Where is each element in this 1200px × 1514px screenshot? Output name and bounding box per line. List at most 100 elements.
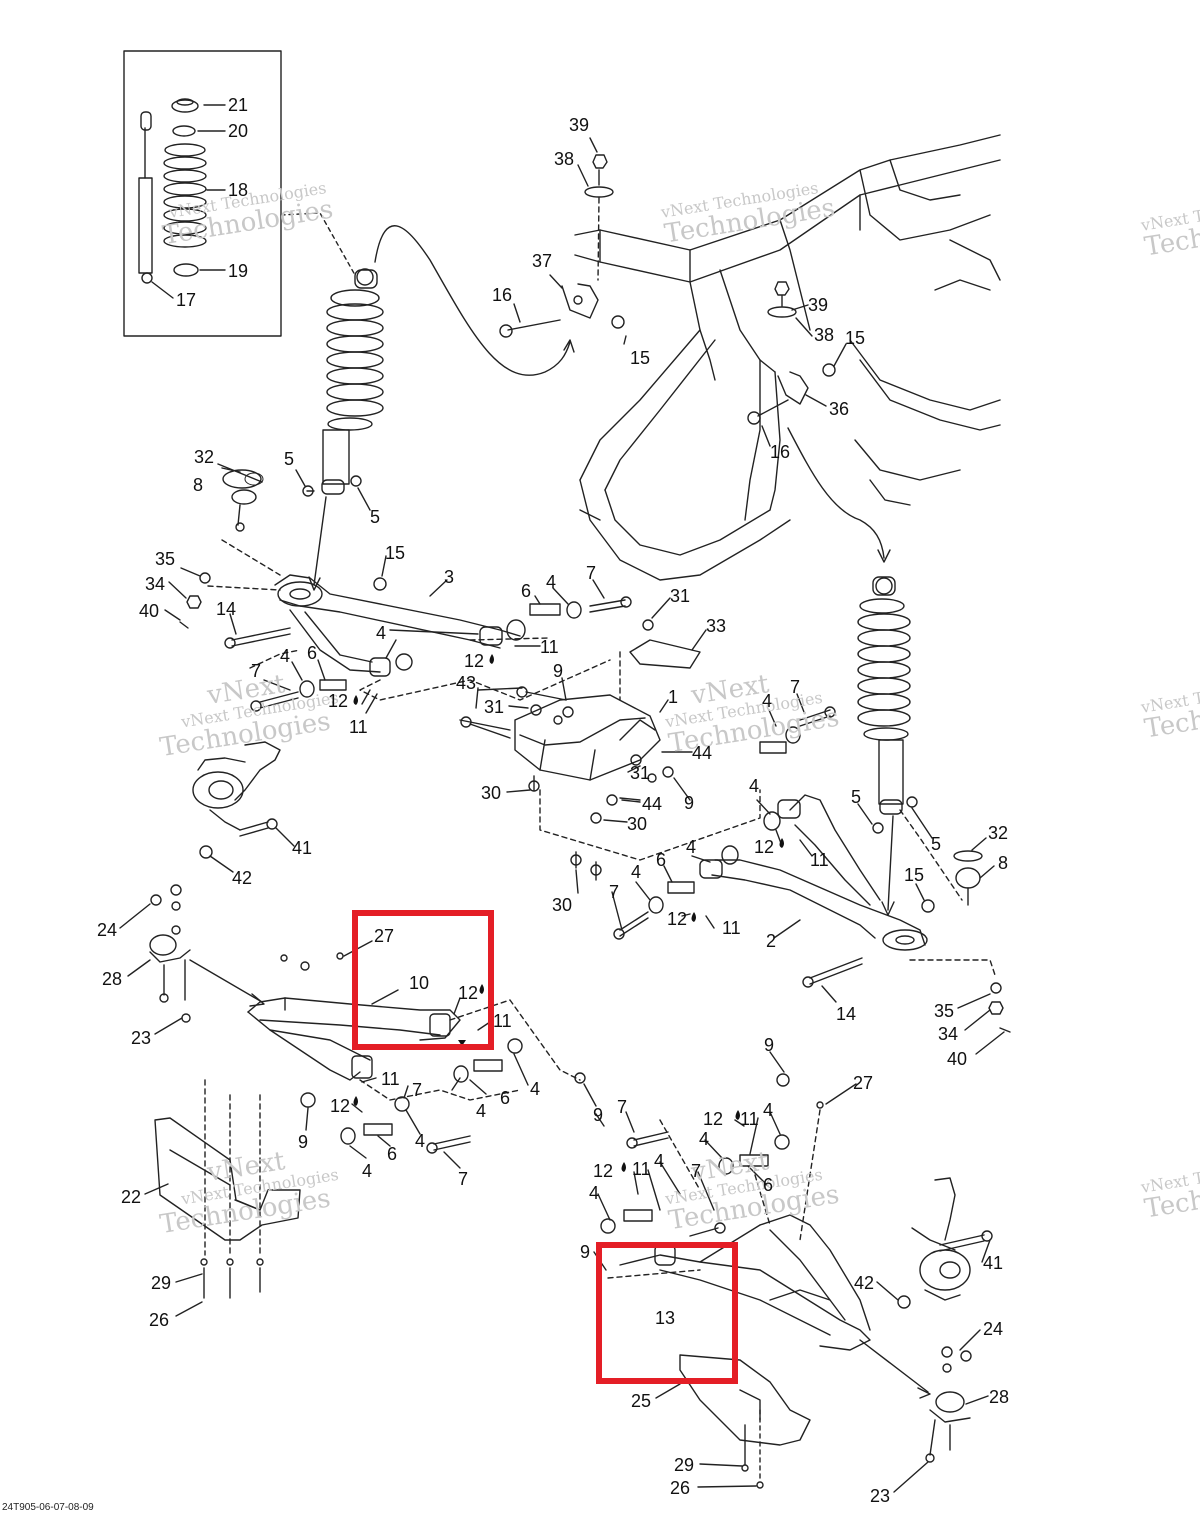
callout-4: 4: [763, 1100, 774, 1120]
callout-7: 7: [790, 677, 801, 697]
callout-31: 31: [484, 697, 505, 717]
callout-5: 5: [931, 834, 942, 854]
callout-12: 12: [464, 651, 485, 671]
callout-11: 11: [381, 1069, 400, 1089]
callout-27: 27: [374, 926, 395, 946]
callout-39: 39: [569, 115, 590, 135]
callout-4: 4: [589, 1183, 600, 1203]
callout-21: 21: [228, 95, 249, 115]
center-support: [459, 694, 661, 781]
knuckle-right: [911, 1177, 971, 1301]
callout-12: 12: [458, 983, 479, 1003]
callout-4: 4: [362, 1161, 373, 1181]
callout-26: 26: [149, 1310, 170, 1330]
callout-1: 1: [668, 687, 679, 707]
callout-29: 29: [151, 1273, 172, 1293]
callout-4: 4: [699, 1129, 710, 1149]
callout-44: 44: [692, 743, 713, 763]
callout-11: 11: [632, 1159, 651, 1179]
callout-40: 40: [139, 601, 160, 621]
callout-5: 5: [284, 449, 295, 469]
callout-5: 5: [370, 507, 381, 527]
callout-7: 7: [609, 882, 620, 902]
callout-11: 11: [493, 1011, 512, 1031]
callout-40: 40: [947, 1049, 968, 1069]
callout-6: 6: [656, 850, 667, 870]
callout-6: 6: [521, 581, 532, 601]
callout-15: 15: [845, 328, 866, 348]
callout-13: 13: [655, 1308, 676, 1328]
callout-4: 4: [476, 1101, 487, 1121]
callout-9: 9: [553, 661, 564, 681]
callout-7: 7: [251, 661, 262, 681]
callout-34: 34: [145, 574, 166, 594]
callout-11: 11: [740, 1109, 759, 1129]
callout-9: 9: [298, 1132, 309, 1152]
callout-24: 24: [97, 920, 118, 940]
callout-12: 12: [593, 1161, 614, 1181]
callout-8: 8: [193, 475, 204, 495]
callout-18: 18: [228, 180, 249, 200]
shock-detail-inset: [123, 50, 282, 337]
callout-29: 29: [674, 1455, 695, 1475]
callout-2: 2: [766, 931, 777, 951]
callout-4: 4: [686, 837, 697, 857]
callout-23: 23: [131, 1028, 152, 1048]
callout-15: 15: [385, 543, 406, 563]
callout-4: 4: [415, 1131, 426, 1151]
callout-32: 32: [194, 447, 215, 467]
main-frame: [574, 134, 1001, 581]
callout-6: 6: [763, 1175, 774, 1195]
callout-35: 35: [934, 1001, 955, 1021]
callout-38: 38: [554, 149, 575, 169]
callout-34: 34: [938, 1024, 959, 1044]
callout-11: 11: [540, 637, 559, 657]
callout-35: 35: [155, 549, 176, 569]
callout-24: 24: [983, 1319, 1004, 1339]
callout-23: 23: [870, 1486, 891, 1506]
callout-41: 41: [292, 838, 313, 858]
callout-9: 9: [580, 1242, 591, 1262]
callout-9: 9: [593, 1105, 604, 1125]
callout-14: 14: [216, 599, 237, 619]
callout-20: 20: [228, 121, 249, 141]
callout-37: 37: [532, 251, 553, 271]
callout-28: 28: [102, 969, 123, 989]
callout-12: 12: [667, 909, 688, 929]
callout-4: 4: [376, 623, 387, 643]
callout-12: 12: [754, 837, 775, 857]
highlight-box-part-10: [352, 910, 494, 1050]
callout-4: 4: [280, 646, 291, 666]
callout-15: 15: [904, 865, 925, 885]
callout-32: 32: [988, 823, 1009, 843]
upper-right-a-arm: [699, 794, 928, 951]
callout-4: 4: [631, 862, 642, 882]
callout-43: 43: [456, 673, 477, 693]
knuckle-left: [192, 741, 281, 831]
callout-4: 4: [546, 572, 557, 592]
callout-11: 11: [810, 850, 829, 870]
callout-11: 11: [722, 918, 741, 938]
callout-36: 36: [829, 399, 850, 419]
callout-6: 6: [307, 643, 318, 663]
callout-7: 7: [586, 563, 597, 583]
shock-left: [321, 268, 384, 495]
callout-15: 15: [630, 348, 651, 368]
callout-17: 17: [176, 290, 197, 310]
callout-4: 4: [762, 691, 773, 711]
callout-25: 25: [631, 1391, 652, 1411]
callout-5: 5: [851, 787, 862, 807]
callout-30: 30: [481, 783, 502, 803]
callout-33: 33: [706, 616, 727, 636]
lower-left-a-arm: [247, 997, 461, 1081]
callout-28: 28: [989, 1387, 1010, 1407]
callout-19: 19: [228, 261, 249, 281]
callout-31: 31: [670, 586, 691, 606]
callout-16: 16: [492, 285, 513, 305]
callout-12: 12: [330, 1096, 351, 1116]
shock-right: [857, 576, 911, 815]
callout-7: 7: [691, 1161, 702, 1181]
callout-8: 8: [998, 853, 1009, 873]
callout-12: 12: [703, 1109, 724, 1129]
